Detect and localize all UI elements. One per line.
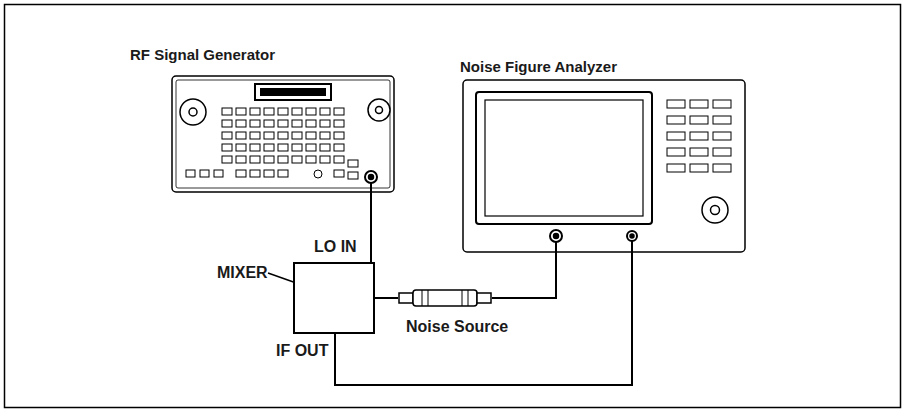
part-name: MIXER	[215, 264, 270, 282]
signal-generator-drawing	[172, 76, 394, 192]
port-label: IF OUT	[274, 342, 330, 360]
mixer-box: MIXER	[293, 262, 375, 334]
noise-source-shape	[398, 288, 492, 308]
outer-frame	[5, 5, 901, 408]
noise-source: Noise Source	[398, 288, 492, 308]
cable	[335, 252, 632, 385]
port-label: LO IN	[312, 238, 359, 256]
cable	[492, 252, 556, 298]
noise-figure-analyzer-drawing	[463, 80, 745, 252]
cable	[370, 192, 372, 262]
part-name: Noise Source	[404, 318, 510, 336]
instrument-title: RF Signal Generator	[128, 44, 277, 65]
signal-generator: RF Signal Generator	[128, 44, 400, 192]
cable	[375, 297, 398, 299]
instrument-title: Noise Figure Analyzer	[458, 56, 619, 77]
noise-figure-analyzer: Noise Figure Analyzer	[458, 56, 750, 252]
